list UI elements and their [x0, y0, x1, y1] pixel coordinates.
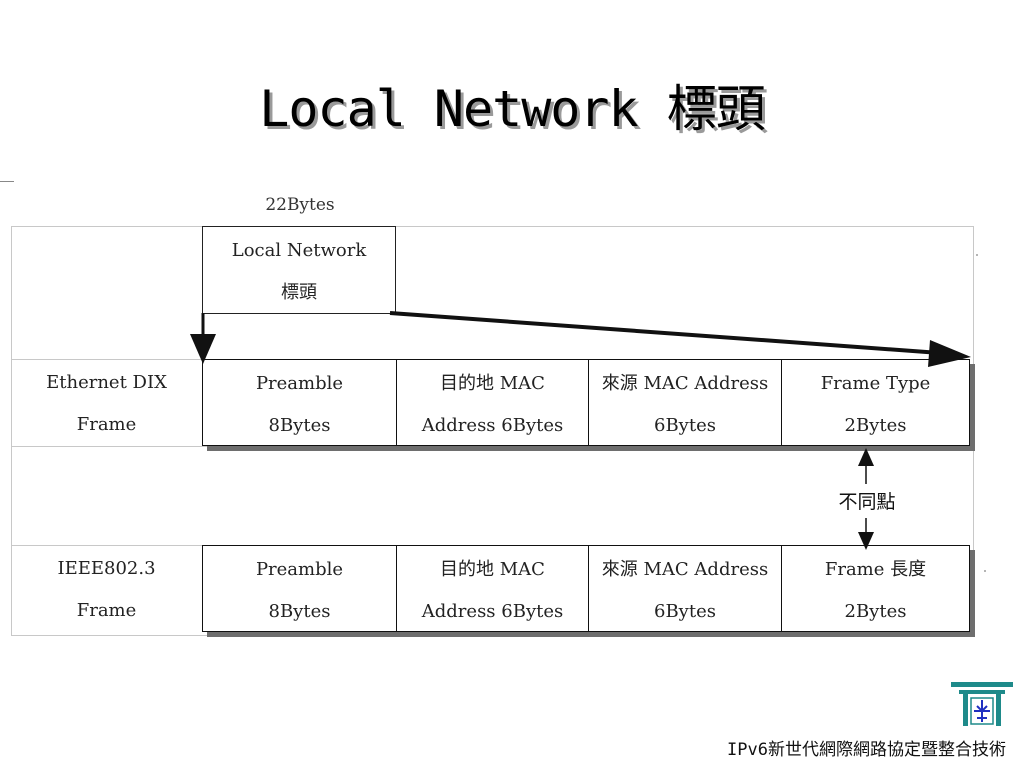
ethernet-src-mac-line2: 6Bytes	[654, 415, 716, 436]
edge-tick	[976, 254, 978, 256]
edge-tick	[984, 570, 986, 572]
ethernet-preamble-line2: 8Bytes	[268, 415, 331, 436]
header-down-arrow	[190, 313, 216, 364]
header-size-label: 22Bytes	[265, 195, 335, 215]
difference-up-arrow	[858, 448, 874, 484]
grid-line-mid-lower	[11, 545, 202, 546]
ethernet-frame-type-line2: 2Bytes	[844, 415, 907, 436]
ethernet-preamble-cell: Preamble 8Bytes	[203, 360, 397, 445]
ethernet-frame-type-line1: Frame Type	[820, 373, 931, 394]
ethernet-dix-frame: Preamble 8Bytes 目的地 MAC Address 6Bytes 來…	[202, 359, 970, 446]
difference-label: 不同點	[838, 491, 896, 513]
grid-line-mid-upper	[11, 446, 974, 447]
footer-course-title: IPv6新世代網際網路協定暨整合技術	[727, 740, 1006, 760]
grid-line-upper-right	[396, 226, 974, 227]
ieee-dest-mac-cell: 目的地 MAC Address 6Bytes	[397, 546, 589, 631]
ethernet-dest-mac-line2: Address 6Bytes	[421, 415, 564, 436]
ethernet-preamble-line1: Preamble	[255, 373, 344, 394]
ieee8023-frame: Preamble 8Bytes 目的地 MAC Address 6Bytes 來…	[202, 545, 970, 632]
ieee8023-label: IEEE802.3 Frame	[11, 545, 202, 632]
local-network-header-line1: Local Network	[231, 240, 367, 261]
slide-title: Local Network 標頭	[259, 80, 765, 138]
ieee-frame-length-line1: Frame 長度	[824, 559, 927, 580]
grid-line-top-row	[11, 359, 202, 360]
ethernet-dix-label: Ethernet DIX Frame	[11, 359, 202, 446]
local-network-header-box: Local Network 標頭	[202, 226, 396, 314]
ieee8023-label-line2: Frame	[76, 600, 137, 621]
ieee8023-label-line1: IEEE802.3	[57, 558, 156, 579]
ethernet-dest-mac-line1: 目的地 MAC	[440, 373, 545, 394]
local-network-header-line2: 標頭	[281, 282, 317, 303]
difference-down-arrow	[858, 518, 874, 550]
ethernet-dix-label-line2: Frame	[76, 414, 137, 435]
ethernet-dix-label-line1: Ethernet DIX	[46, 372, 167, 393]
header-span-arrow	[389, 311, 971, 367]
ieee-frame-length-line2: 2Bytes	[844, 601, 907, 622]
corner-mark	[0, 181, 14, 182]
local-network-header-bottom	[202, 313, 396, 314]
ethernet-src-mac-line1: 來源 MAC Address	[601, 373, 769, 394]
ethernet-dest-mac-cell: 目的地 MAC Address 6Bytes	[397, 360, 589, 445]
ieee-dest-mac-line1: 目的地 MAC	[440, 559, 545, 580]
ieee-src-mac-line2: 6Bytes	[654, 601, 716, 622]
ieee-dest-mac-line2: Address 6Bytes	[421, 601, 564, 622]
ieee-preamble-cell: Preamble 8Bytes	[203, 546, 397, 631]
ethernet-src-mac-cell: 來源 MAC Address 6Bytes	[589, 360, 782, 445]
institution-logo-icon	[951, 682, 1013, 726]
ieee-preamble-line2: 8Bytes	[268, 601, 331, 622]
ieee-src-mac-line1: 來源 MAC Address	[601, 559, 769, 580]
ieee-src-mac-cell: 來源 MAC Address 6Bytes	[589, 546, 782, 631]
ieee-preamble-line1: Preamble	[255, 559, 344, 580]
ieee-frame-length-cell: Frame 長度 2Bytes	[782, 546, 969, 631]
ethernet-frame-type-cell: Frame Type 2Bytes	[782, 360, 969, 445]
